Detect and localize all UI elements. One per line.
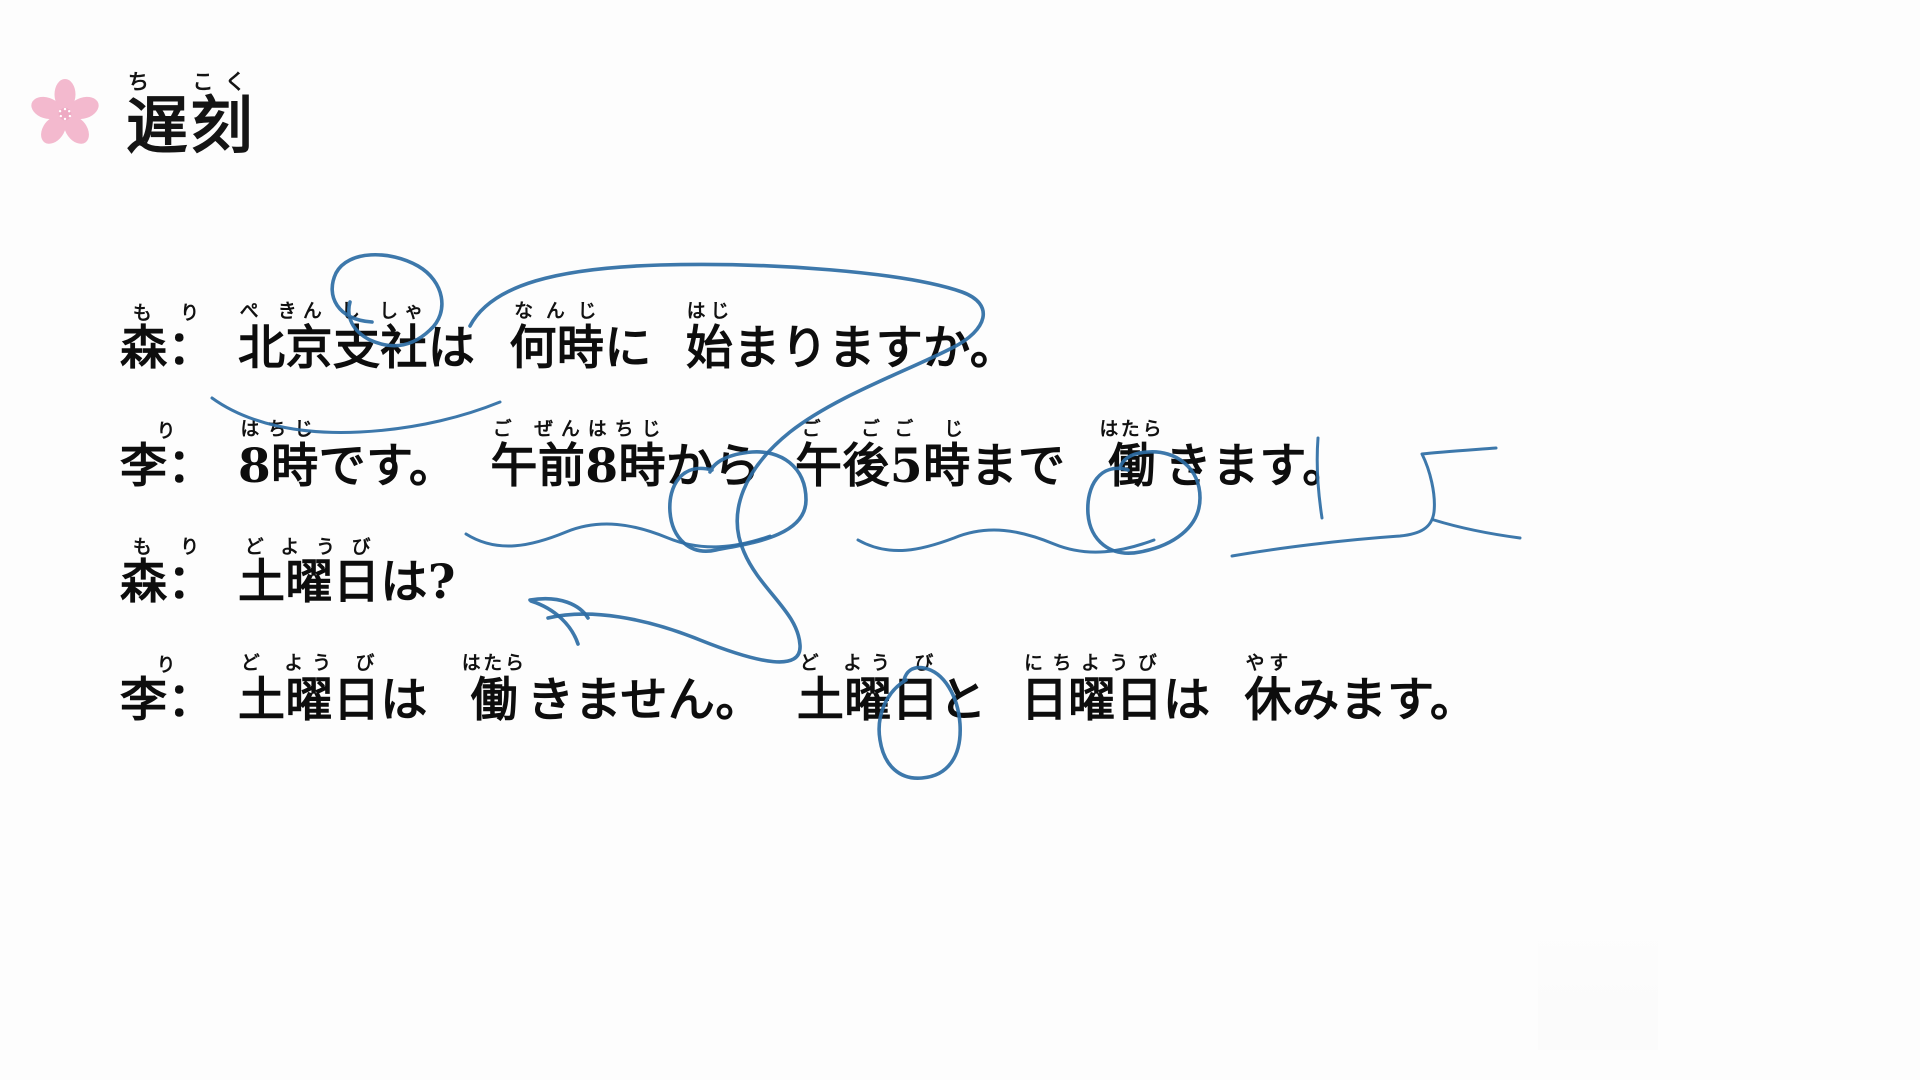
dialogue-segment-text: に [604,321,652,376]
dialogue-speaker-furigana: もり [120,302,215,324]
dialogue-segment-furigana: はたら [1099,418,1165,440]
dialogue-segment-text: 土曜日 [238,555,381,610]
dialogue-segment-text: は [1163,673,1211,728]
dialogue-segment-furigana: ど よう び [238,652,381,674]
dialogue-segment-text: まで [970,439,1066,494]
dialogue-segment-furigana: どようび [238,536,381,558]
dialogue-segment: と [939,673,986,728]
dialogue-speaker: 李：り [120,654,238,730]
dialogue-segment: 始はじ [685,300,734,376]
dialogue-segment: 休やす [1244,652,1293,728]
dialogue-segment: きません。 [527,673,763,728]
dialogue-segment-text: は [380,673,428,728]
dialogue-segment-furigana: はちじ [585,418,666,440]
dialogue-segment-furigana: やす [1244,652,1293,674]
dialogue-segment: は [1163,673,1210,728]
dialogue-segment: 土曜日どようび [238,536,381,610]
dialogue-segment-text: 5時 [889,439,971,494]
dialogue-segment-text: 8時 [238,439,319,494]
dialogue-segment: きます。 [1164,439,1349,494]
dialogue-segment-text: 土曜日 [796,673,940,728]
sakura-flower-icon [30,79,100,149]
dialogue-segment-text: 日曜日 [1020,673,1164,728]
dialogue-segment: 北京支社ぺ きん し しゃ [238,300,428,376]
dialogue-segment-furigana: なんじ [509,300,605,322]
page-title: 遅刻 ち こく [126,69,279,157]
dialogue-speaker: 李：り [120,420,238,496]
dialogue-speaker-text: 森： [120,321,215,376]
dialogue-segment: 何時なんじ [509,300,605,376]
dialogue-block: 森：もり北京支社ぺ きん し しゃは何時なんじに始はじまりますか。李：り8時はち… [120,300,1820,770]
dialogue-segment-text: は [427,321,476,376]
slide-title-row: 遅刻 ち こく [30,69,279,157]
dialogue-segment: 午後ご ご [794,418,890,494]
dialogue-speaker-furigana: もり [120,536,215,558]
dialogue-line: 李：り土曜日ど よう びは働はたらきません。土曜日ど よう びと日曜日にちようび… [120,652,1820,730]
dialogue-segment: 働はたら [1099,418,1165,494]
dialogue-segment-text: まりますか。 [733,321,1018,376]
dialogue-segment: 8時はちじ [238,418,319,494]
dialogue-segment: は? [380,555,455,610]
dialogue-segment-furigana: はたら [461,652,527,674]
dialogue-segment-text: 始 [685,321,734,376]
dialogue-segment-text: 働 [461,673,527,728]
dialogue-speaker: 森：もり [120,536,238,612]
dialogue-segment-furigana: ど よう び [796,652,940,674]
dialogue-speaker-furigana: り [120,420,215,442]
dialogue-segment-text: 働 [1099,439,1165,494]
dialogue-segment-text: 土曜日 [238,673,381,728]
dialogue-line: 李：り8時はちじです。午前ご ぜん8時はちじから午後ご ご5時ご じまで働はたら… [120,418,1820,496]
dialogue-speaker-furigana: り [120,654,215,676]
dialogue-segment-text: 午後 [794,439,890,494]
dialogue-speaker-text: 森： [120,555,215,610]
dialogue-speaker-text: 李： [120,673,215,728]
dialogue-segment: 土曜日ど よう び [238,652,381,728]
dialogue-segment: から [666,439,761,494]
dialogue-segment-text: みます。 [1292,673,1478,728]
dialogue-segment: に [604,321,651,376]
dialogue-segment-text: 休 [1244,673,1293,728]
dialogue-segment-text: 午前 [490,439,586,494]
dialogue-segment: みます。 [1292,673,1477,728]
dialogue-segment-furigana: ご じ [889,418,971,440]
dialogue-segment-furigana: にちようび [1020,652,1164,674]
dialogue-segment: 日曜日にちようび [1020,652,1164,728]
page-title-text: 遅刻 [126,89,255,162]
dialogue-segment-text: きません。 [526,673,763,728]
dialogue-line: 森：もり北京支社ぺ きん し しゃは何時なんじに始はじまりますか。 [120,300,1820,378]
dialogue-speaker: 森：もり [120,302,238,378]
dialogue-segment-furigana: はちじ [238,418,319,440]
dialogue-segment: まで [971,439,1066,494]
dialogue-segment-text: 何時 [509,321,605,376]
dialogue-segment-text: です。 [318,439,457,494]
dialogue-segment-furigana: ご ぜん [490,418,586,440]
dialogue-segment: 働はたら [461,652,527,728]
dialogue-segment: は [380,673,427,728]
dialogue-segment-furigana: ご ご [794,418,890,440]
dialogue-segment-text: と [939,673,987,728]
render-artifact [1538,930,1658,1050]
dialogue-segment-text: は? [380,555,456,610]
dialogue-segment: 8時はちじ [585,418,666,494]
dialogue-segment: まりますか。 [733,321,1017,376]
dialogue-speaker-text: 李： [120,439,215,494]
dialogue-segment-text: から [665,439,761,494]
dialogue-segment: 午前ご ぜん [490,418,586,494]
dialogue-segment-furigana: ぺ きん し しゃ [238,300,428,322]
dialogue-segment-text: 8時 [585,439,666,494]
dialogue-segment-text: 北京支社 [238,321,428,376]
dialogue-segment: 土曜日ど よう び [796,652,940,728]
dialogue-segment-furigana: はじ [685,300,734,322]
dialogue-line: 森：もり土曜日どようびは? [120,536,1820,612]
page-title-furigana: ち こく [126,69,255,94]
dialogue-segment: は [428,321,475,376]
dialogue-segment: 5時ご じ [889,418,971,494]
dialogue-segment: です。 [319,439,457,494]
dialogue-segment-text: きます。 [1164,439,1350,494]
